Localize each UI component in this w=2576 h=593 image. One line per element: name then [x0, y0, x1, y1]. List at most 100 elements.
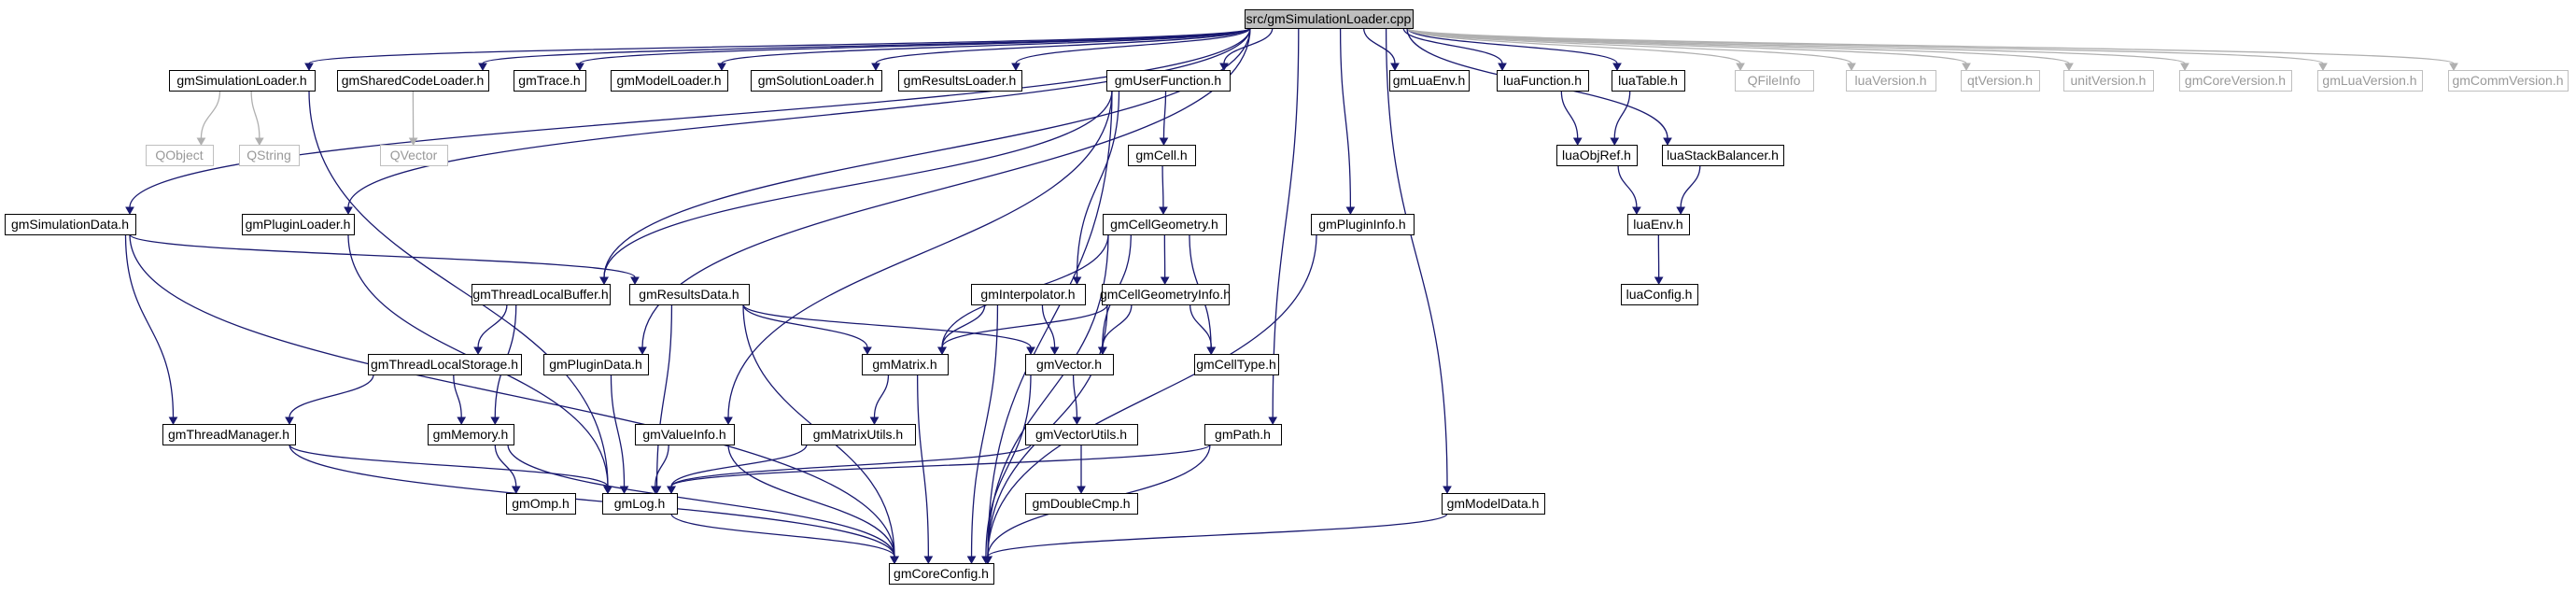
node-sim-data[interactable]: gmSimulationData.h: [5, 214, 136, 235]
node-plugin-data[interactable]: gmPluginData.h: [543, 354, 649, 375]
arrowhead: [863, 346, 872, 356]
node-label: gmValueInfo.h: [642, 427, 725, 442]
edge-interpolator-to-core-config: [970, 304, 999, 558]
edge-vector-to-vector-utils: [1072, 374, 1078, 418]
node-user-function[interactable]: gmUserFunction.h: [1106, 70, 1231, 92]
node-results-data[interactable]: gmResultsData.h: [629, 284, 750, 305]
arrowhead: [1049, 346, 1060, 356]
node-root[interactable]: src/gmSimulationLoader.cpp: [1245, 9, 1414, 29]
arrowhead: [478, 63, 487, 72]
node-box: [2179, 70, 2292, 92]
node-label: gmSharedCodeLoader.h: [342, 73, 485, 88]
node-unit-version[interactable]: unitVersion.h: [2063, 70, 2154, 92]
node-sim-loader[interactable]: gmSimulationLoader.h: [169, 70, 316, 92]
node-matrix-utils[interactable]: gmMatrixUtils.h: [801, 424, 916, 445]
arrowhead: [168, 417, 178, 426]
edge-cell-geometry-info-to-matrix: [941, 304, 1108, 348]
node-label: gmResultsData.h: [639, 287, 739, 302]
edge-memory-to-omp: [494, 444, 517, 487]
node-lua-obj-ref[interactable]: luaObjRef.h: [1556, 145, 1638, 166]
node-label: gmLuaEnv.h: [1393, 73, 1466, 88]
node-q-file-info[interactable]: QFileInfo: [1735, 70, 1814, 92]
node-lua-env[interactable]: luaEnv.h: [1627, 214, 1690, 235]
node-vector-utils[interactable]: gmVectorUtils.h: [1025, 424, 1138, 445]
arrowhead: [966, 556, 977, 565]
node-omp[interactable]: gmOmp.h: [506, 493, 576, 515]
node-shared-code[interactable]: gmSharedCodeLoader.h: [337, 70, 489, 92]
edge-root-to-trace: [579, 27, 1251, 64]
node-label: gmMatrixUtils.h: [813, 427, 903, 442]
node-thread-manager[interactable]: gmThreadManager.h: [162, 424, 296, 445]
node-plugin-info[interactable]: gmPluginInfo.h: [1311, 214, 1415, 235]
node-cell-geometry-info[interactable]: gmCellGeometryInfo.h: [1100, 284, 1231, 305]
node-solution-loader[interactable]: gmSolutionLoader.h: [751, 70, 882, 92]
node-label: gmOmp.h: [512, 496, 569, 511]
node-matrix[interactable]: gmMatrix.h: [862, 354, 949, 375]
node-box: [242, 214, 355, 235]
node-gm-core-version[interactable]: gmCoreVersion.h: [2179, 70, 2292, 92]
arrowhead: [125, 206, 134, 216]
node-cell-geometry[interactable]: gmCellGeometry.h: [1103, 214, 1227, 235]
arrowhead: [285, 417, 294, 426]
node-label: luaTable.h: [1618, 73, 1678, 88]
node-q-vector[interactable]: QVector: [380, 145, 448, 166]
edge-root-to-plugin-info: [1339, 27, 1352, 208]
node-model-loader[interactable]: gmModelLoader.h: [611, 70, 728, 92]
node-lua-env-gm[interactable]: gmLuaEnv.h: [1389, 70, 1470, 92]
node-interpolator[interactable]: gmInterpolator.h: [971, 284, 1086, 305]
node-lua-config[interactable]: luaConfig.h: [1621, 284, 1698, 305]
node-vector[interactable]: gmVector.h: [1025, 354, 1114, 375]
node-thread-local-buffer[interactable]: gmThreadLocalBuffer.h: [472, 284, 611, 305]
node-lua-stack-balancer[interactable]: luaStackBalancer.h: [1662, 145, 1784, 166]
node-lua-table[interactable]: luaTable.h: [1612, 70, 1685, 92]
node-memory[interactable]: gmMemory.h: [428, 424, 514, 445]
edge-thread-local-storage-to-thread-manager: [289, 374, 374, 418]
node-lua-version[interactable]: luaVersion.h: [1846, 70, 1936, 92]
arrowhead: [196, 137, 206, 147]
node-q-string[interactable]: QString: [239, 145, 300, 166]
node-double-cmp[interactable]: gmDoubleCmp.h: [1025, 493, 1138, 515]
edge-root-to-model-loader: [721, 27, 1251, 64]
node-gm-lua-version[interactable]: gmLuaVersion.h: [2317, 70, 2423, 92]
arrowhead: [869, 417, 880, 426]
node-box: [801, 424, 916, 445]
node-label: luaObjRef.h: [1562, 148, 1631, 162]
node-label: luaEnv.h: [1633, 217, 1682, 232]
node-trace[interactable]: gmTrace.h: [514, 70, 586, 92]
node-label: gmPluginLoader.h: [246, 217, 351, 232]
node-box: [169, 70, 316, 92]
node-model-data[interactable]: gmModelData.h: [1442, 493, 1545, 515]
node-qt-version[interactable]: qtVersion.h: [1961, 70, 2040, 92]
node-box: [1961, 70, 2040, 92]
node-label: gmPluginInfo.h: [1318, 217, 1405, 232]
node-value-info[interactable]: gmValueInfo.h: [635, 424, 735, 445]
edge-interpolator-to-vector: [1041, 304, 1056, 348]
node-label: luaStackBalancer.h: [1667, 148, 1779, 162]
node-box: [428, 424, 514, 445]
node-box: [380, 145, 448, 166]
node-box: [514, 70, 586, 92]
node-cell[interactable]: gmCell.h: [1128, 145, 1196, 166]
node-cell-type[interactable]: gmCellType.h: [1194, 354, 1279, 375]
arrowhead: [937, 346, 947, 356]
arrowhead: [667, 486, 676, 495]
node-box: [602, 493, 678, 515]
node-box: [1106, 70, 1231, 92]
node-gm-comm-version[interactable]: gmCommVersion.h: [2448, 70, 2569, 92]
node-box: [2448, 70, 2569, 92]
node-q-object[interactable]: QObject: [146, 145, 214, 166]
node-core-config[interactable]: gmCoreConfig.h: [889, 563, 994, 585]
node-thread-local-storage[interactable]: gmThreadLocalStorage.h: [368, 354, 522, 375]
arrowhead: [1390, 63, 1400, 72]
edge-thread-local-storage-to-memory: [453, 374, 462, 418]
node-path[interactable]: gmPath.h: [1204, 424, 1282, 445]
edge-root-to-model-data: [1385, 27, 1448, 487]
arrowhead: [2064, 63, 2074, 72]
node-box: [506, 493, 576, 515]
node-results-loader[interactable]: gmResultsLoader.h: [898, 70, 1022, 92]
node-lua-function[interactable]: luaFunction.h: [1497, 70, 1589, 92]
arrowhead: [1654, 276, 1664, 286]
node-plugin-loader[interactable]: gmPluginLoader.h: [242, 214, 355, 235]
node-log[interactable]: gmLog.h: [602, 493, 678, 515]
edge-root-to-user-function: [1223, 27, 1274, 64]
